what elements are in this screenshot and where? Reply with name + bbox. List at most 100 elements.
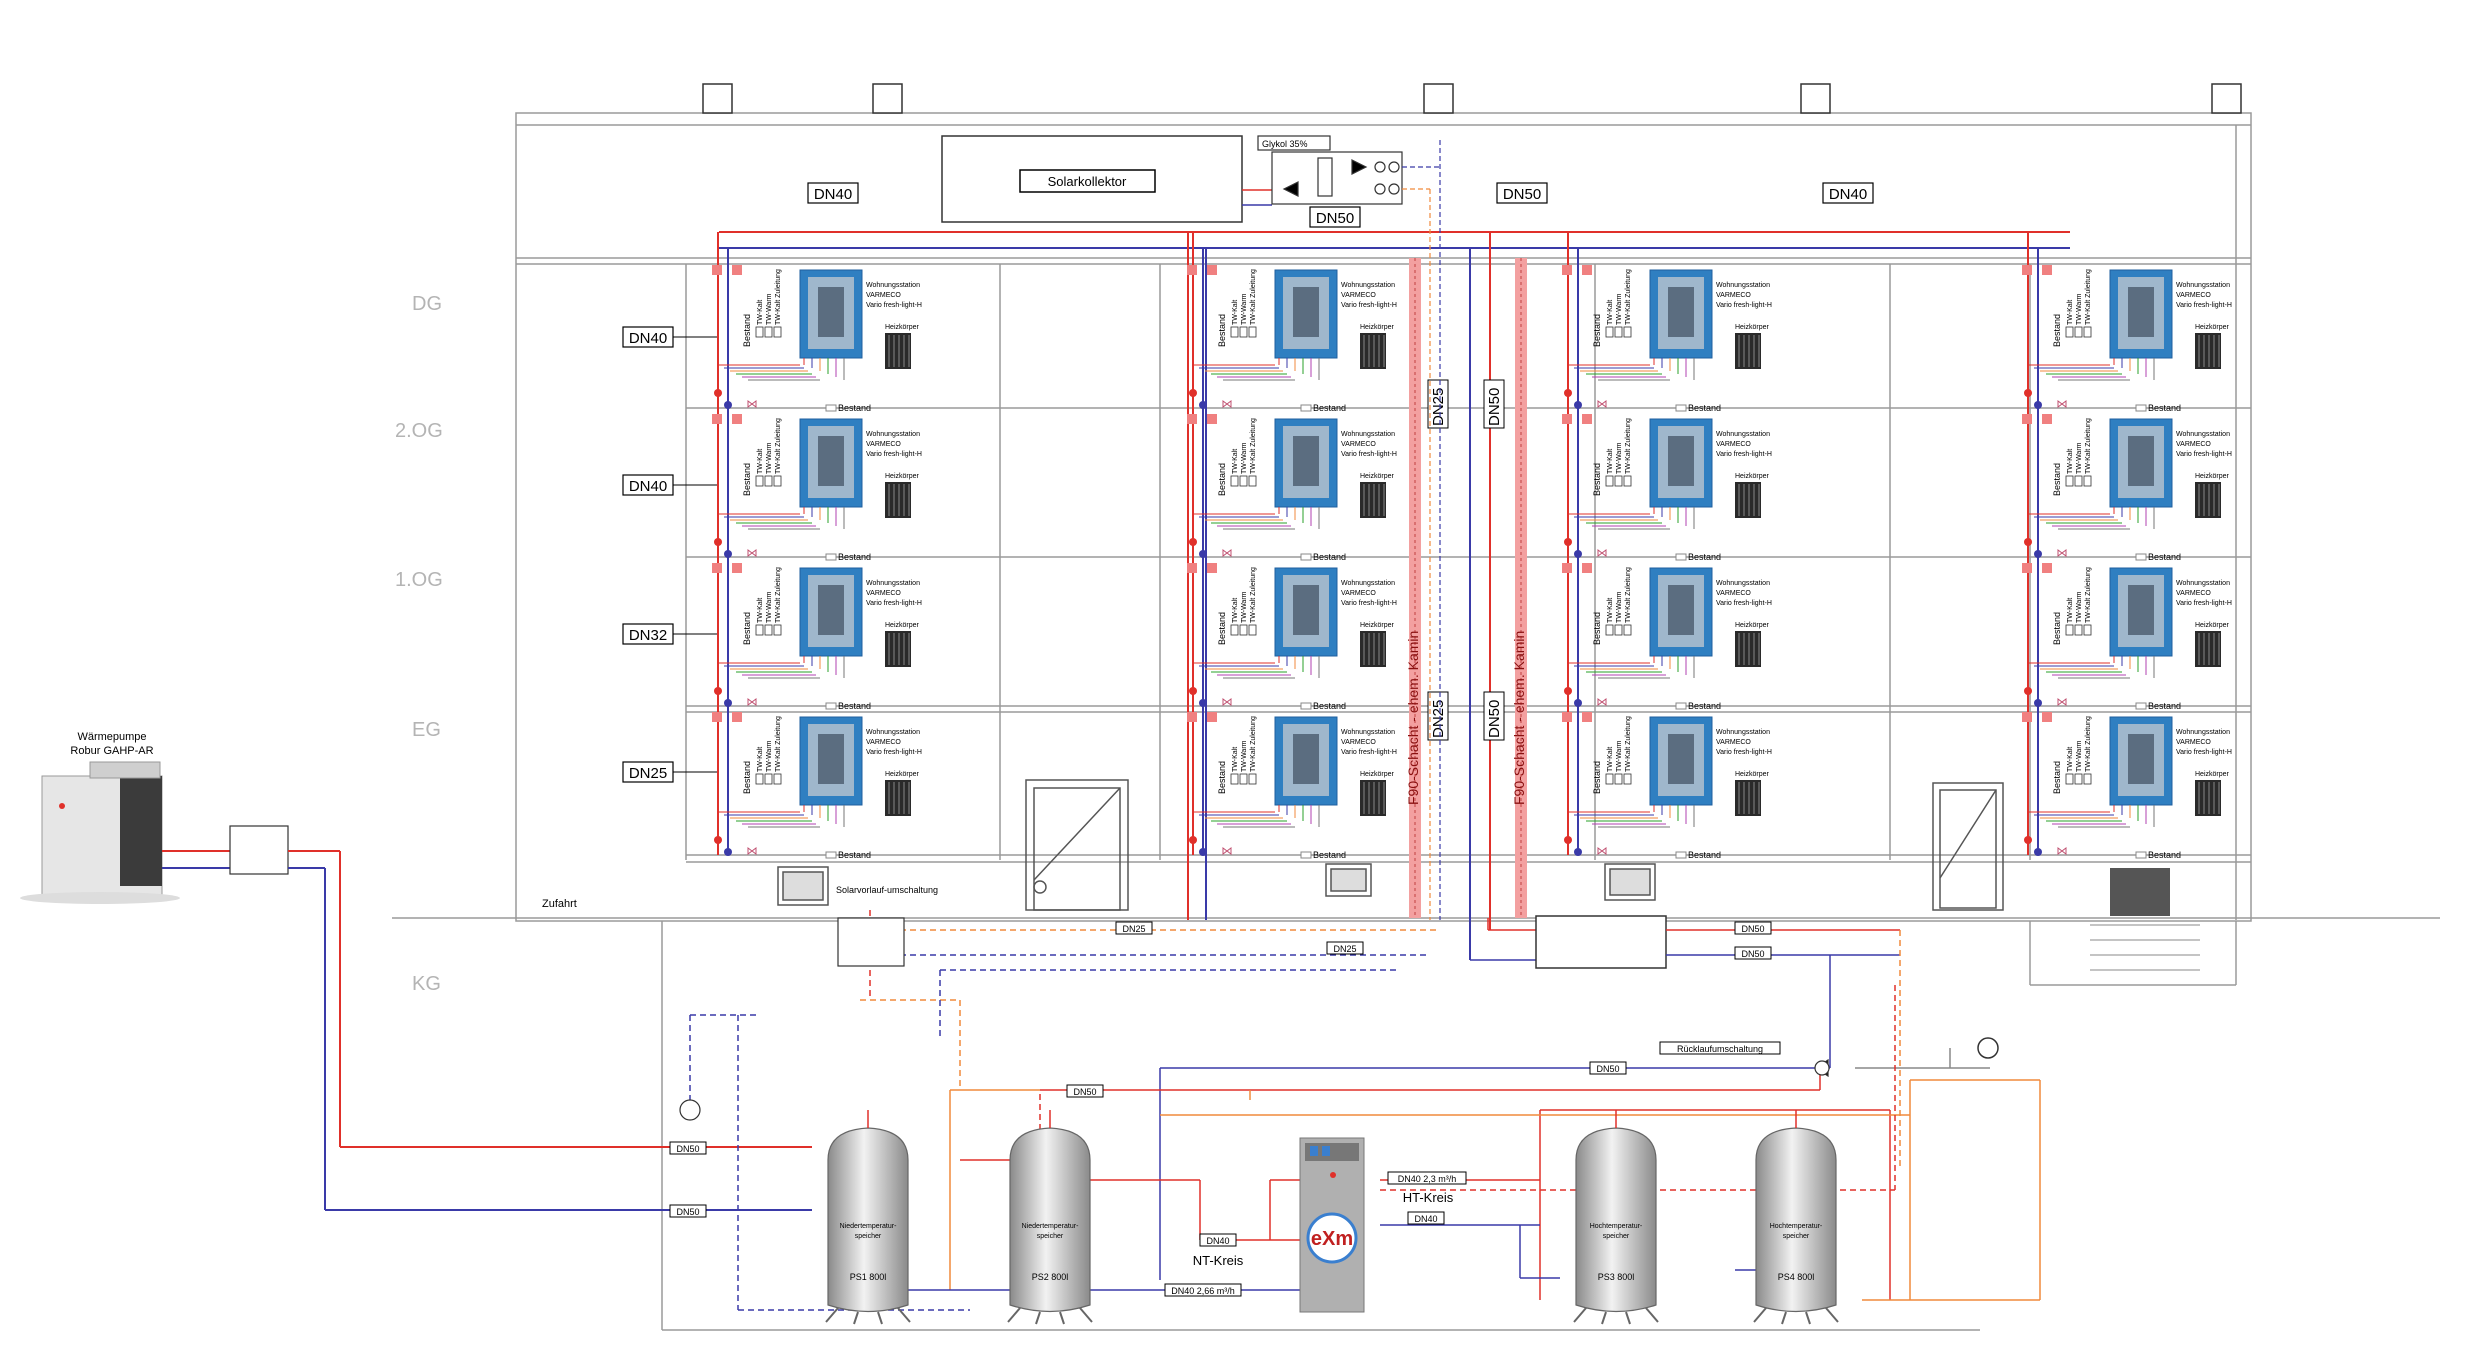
- existing-label: Bestand: [2148, 403, 2181, 413]
- pipe-legend: TW-Warm: [766, 293, 773, 325]
- floor-label-1og: 1.OG: [395, 569, 443, 591]
- basement-dn25-b: DN25: [1333, 944, 1356, 954]
- existing-label: Bestand: [2148, 552, 2181, 562]
- roof-dn-left: DN40: [814, 186, 852, 203]
- station-label: Wohnungsstation: [1341, 729, 1395, 736]
- station-label: VARMECO: [866, 441, 901, 448]
- existing-vertical: Bestand: [1217, 761, 1227, 794]
- nt-kreis-label: NT-Kreis: [1193, 1253, 1244, 1268]
- tank-name-2: speicher: [1037, 1233, 1064, 1240]
- radiator-label: Heizkörper: [2195, 473, 2230, 480]
- roof-dn-center-right: DN50: [1503, 186, 1541, 203]
- radiator-label: Heizkörper: [1735, 771, 1770, 778]
- side-door: [1932, 782, 2004, 911]
- heat-pump-unit: [20, 761, 180, 904]
- tank-id: PS2 800l: [1032, 1272, 1069, 1282]
- existing-label: Bestand: [838, 552, 871, 562]
- existing-label: Bestand: [838, 403, 871, 413]
- pipe-legend: TW-Kalt: [2067, 598, 2074, 623]
- station-label: Wohnungsstation: [1341, 431, 1395, 438]
- station-label: Vario fresh-light-H: [1716, 600, 1772, 607]
- existing-vertical: Bestand: [2052, 463, 2062, 496]
- pipe-legend: TW-Kalt: [1232, 747, 1239, 772]
- pipe-legend: TW-Warm: [2076, 591, 2083, 623]
- pipe-legend: TW-Warm: [1241, 740, 1248, 772]
- radiator-label: Heizkörper: [885, 324, 920, 331]
- station-label: Wohnungsstation: [866, 580, 920, 587]
- pipe-legend: TW-Kalt Zuleitung: [2085, 567, 2092, 623]
- entrance-door: [1025, 779, 1129, 911]
- tank-id: PS1 800l: [850, 1272, 887, 1282]
- station-label: VARMECO: [866, 590, 901, 597]
- heat-pump-label-1: Wärmepumpe: [77, 731, 146, 743]
- riser-dn-eg: DN25: [629, 765, 667, 782]
- radiator-label: Heizkörper: [1735, 324, 1770, 331]
- glycol-label: Glykol 35%: [1262, 139, 1308, 149]
- riser-dn-boxes: [622, 326, 674, 783]
- basement-dn50-b: DN50: [1741, 949, 1764, 959]
- pipe-legend: TW-Kalt Zuleitung: [775, 418, 782, 474]
- existing-label: Bestand: [1688, 701, 1721, 711]
- existing-label: Bestand: [1688, 552, 1721, 562]
- pipe-legend: TW-Warm: [766, 442, 773, 474]
- return-switch-label: Rücklaufumschaltung: [1677, 1044, 1763, 1054]
- tank-name-2: speicher: [855, 1233, 882, 1240]
- shaft-right: [1515, 258, 1527, 918]
- station-label: VARMECO: [2176, 590, 2211, 597]
- floor-label-kg: KG: [412, 973, 441, 995]
- station-label: Vario fresh-light-H: [1341, 600, 1397, 607]
- existing-vertical: Bestand: [742, 314, 752, 347]
- solar-station: [1257, 135, 1441, 920]
- existing-vertical: Bestand: [1217, 612, 1227, 645]
- shaft-dn25-top: DN25: [1430, 388, 1447, 426]
- pipe-legend: TW-Kalt: [1607, 300, 1614, 325]
- station-label: Wohnungsstation: [2176, 282, 2230, 289]
- station-label: VARMECO: [1341, 590, 1376, 597]
- floor-label-eg: EG: [412, 719, 441, 741]
- shaft-left: [1409, 258, 1421, 918]
- pipe-legend: TW-Kalt Zuleitung: [775, 716, 782, 772]
- radiator-label: Heizkörper: [885, 771, 920, 778]
- station-label: Vario fresh-light-H: [2176, 451, 2232, 458]
- chimneys: [702, 83, 2242, 114]
- station-label: Vario fresh-light-H: [1341, 302, 1397, 309]
- shaft-dn50-top: DN50: [1486, 388, 1503, 426]
- station-label: VARMECO: [1716, 590, 1751, 597]
- radiator-label: Heizkörper: [2195, 324, 2230, 331]
- tank-name: Niedertemperatur-: [840, 1223, 897, 1230]
- shaft-dn50-bottom: DN50: [1486, 700, 1503, 738]
- solar-switch-label: Solarvorlauf-umschaltung: [836, 885, 938, 895]
- station-label: VARMECO: [2176, 739, 2211, 746]
- station-label: VARMECO: [1716, 739, 1751, 746]
- shaft-dn25-bottom: DN25: [1430, 700, 1447, 738]
- existing-label: Bestand: [2148, 701, 2181, 711]
- riser-dn-2og: DN40: [629, 478, 667, 495]
- pipe-legend: TW-Kalt: [2067, 747, 2074, 772]
- access-label: Zufahrt: [542, 898, 577, 910]
- riser-dn-dg: DN40: [629, 330, 667, 347]
- basement-dn50-c: DN50: [1596, 1064, 1619, 1074]
- station-label: VARMECO: [1341, 292, 1376, 299]
- radiator-label: Heizkörper: [885, 473, 920, 480]
- ht-dn40-top: DN40 2,3 m³/h: [1398, 1174, 1457, 1184]
- heat-pump-label-2: Robur GAHP-AR: [70, 745, 153, 757]
- basement-dn25-a: DN25: [1122, 924, 1145, 934]
- pipe-legend: TW-Kalt Zuleitung: [1625, 567, 1632, 623]
- basement-dn-boxes: [669, 921, 1781, 1297]
- existing-label: Bestand: [1313, 701, 1346, 711]
- station-label: Wohnungsstation: [2176, 729, 2230, 736]
- existing-vertical: Bestand: [742, 612, 752, 645]
- heat-pump-hydraulics: [162, 825, 812, 1211]
